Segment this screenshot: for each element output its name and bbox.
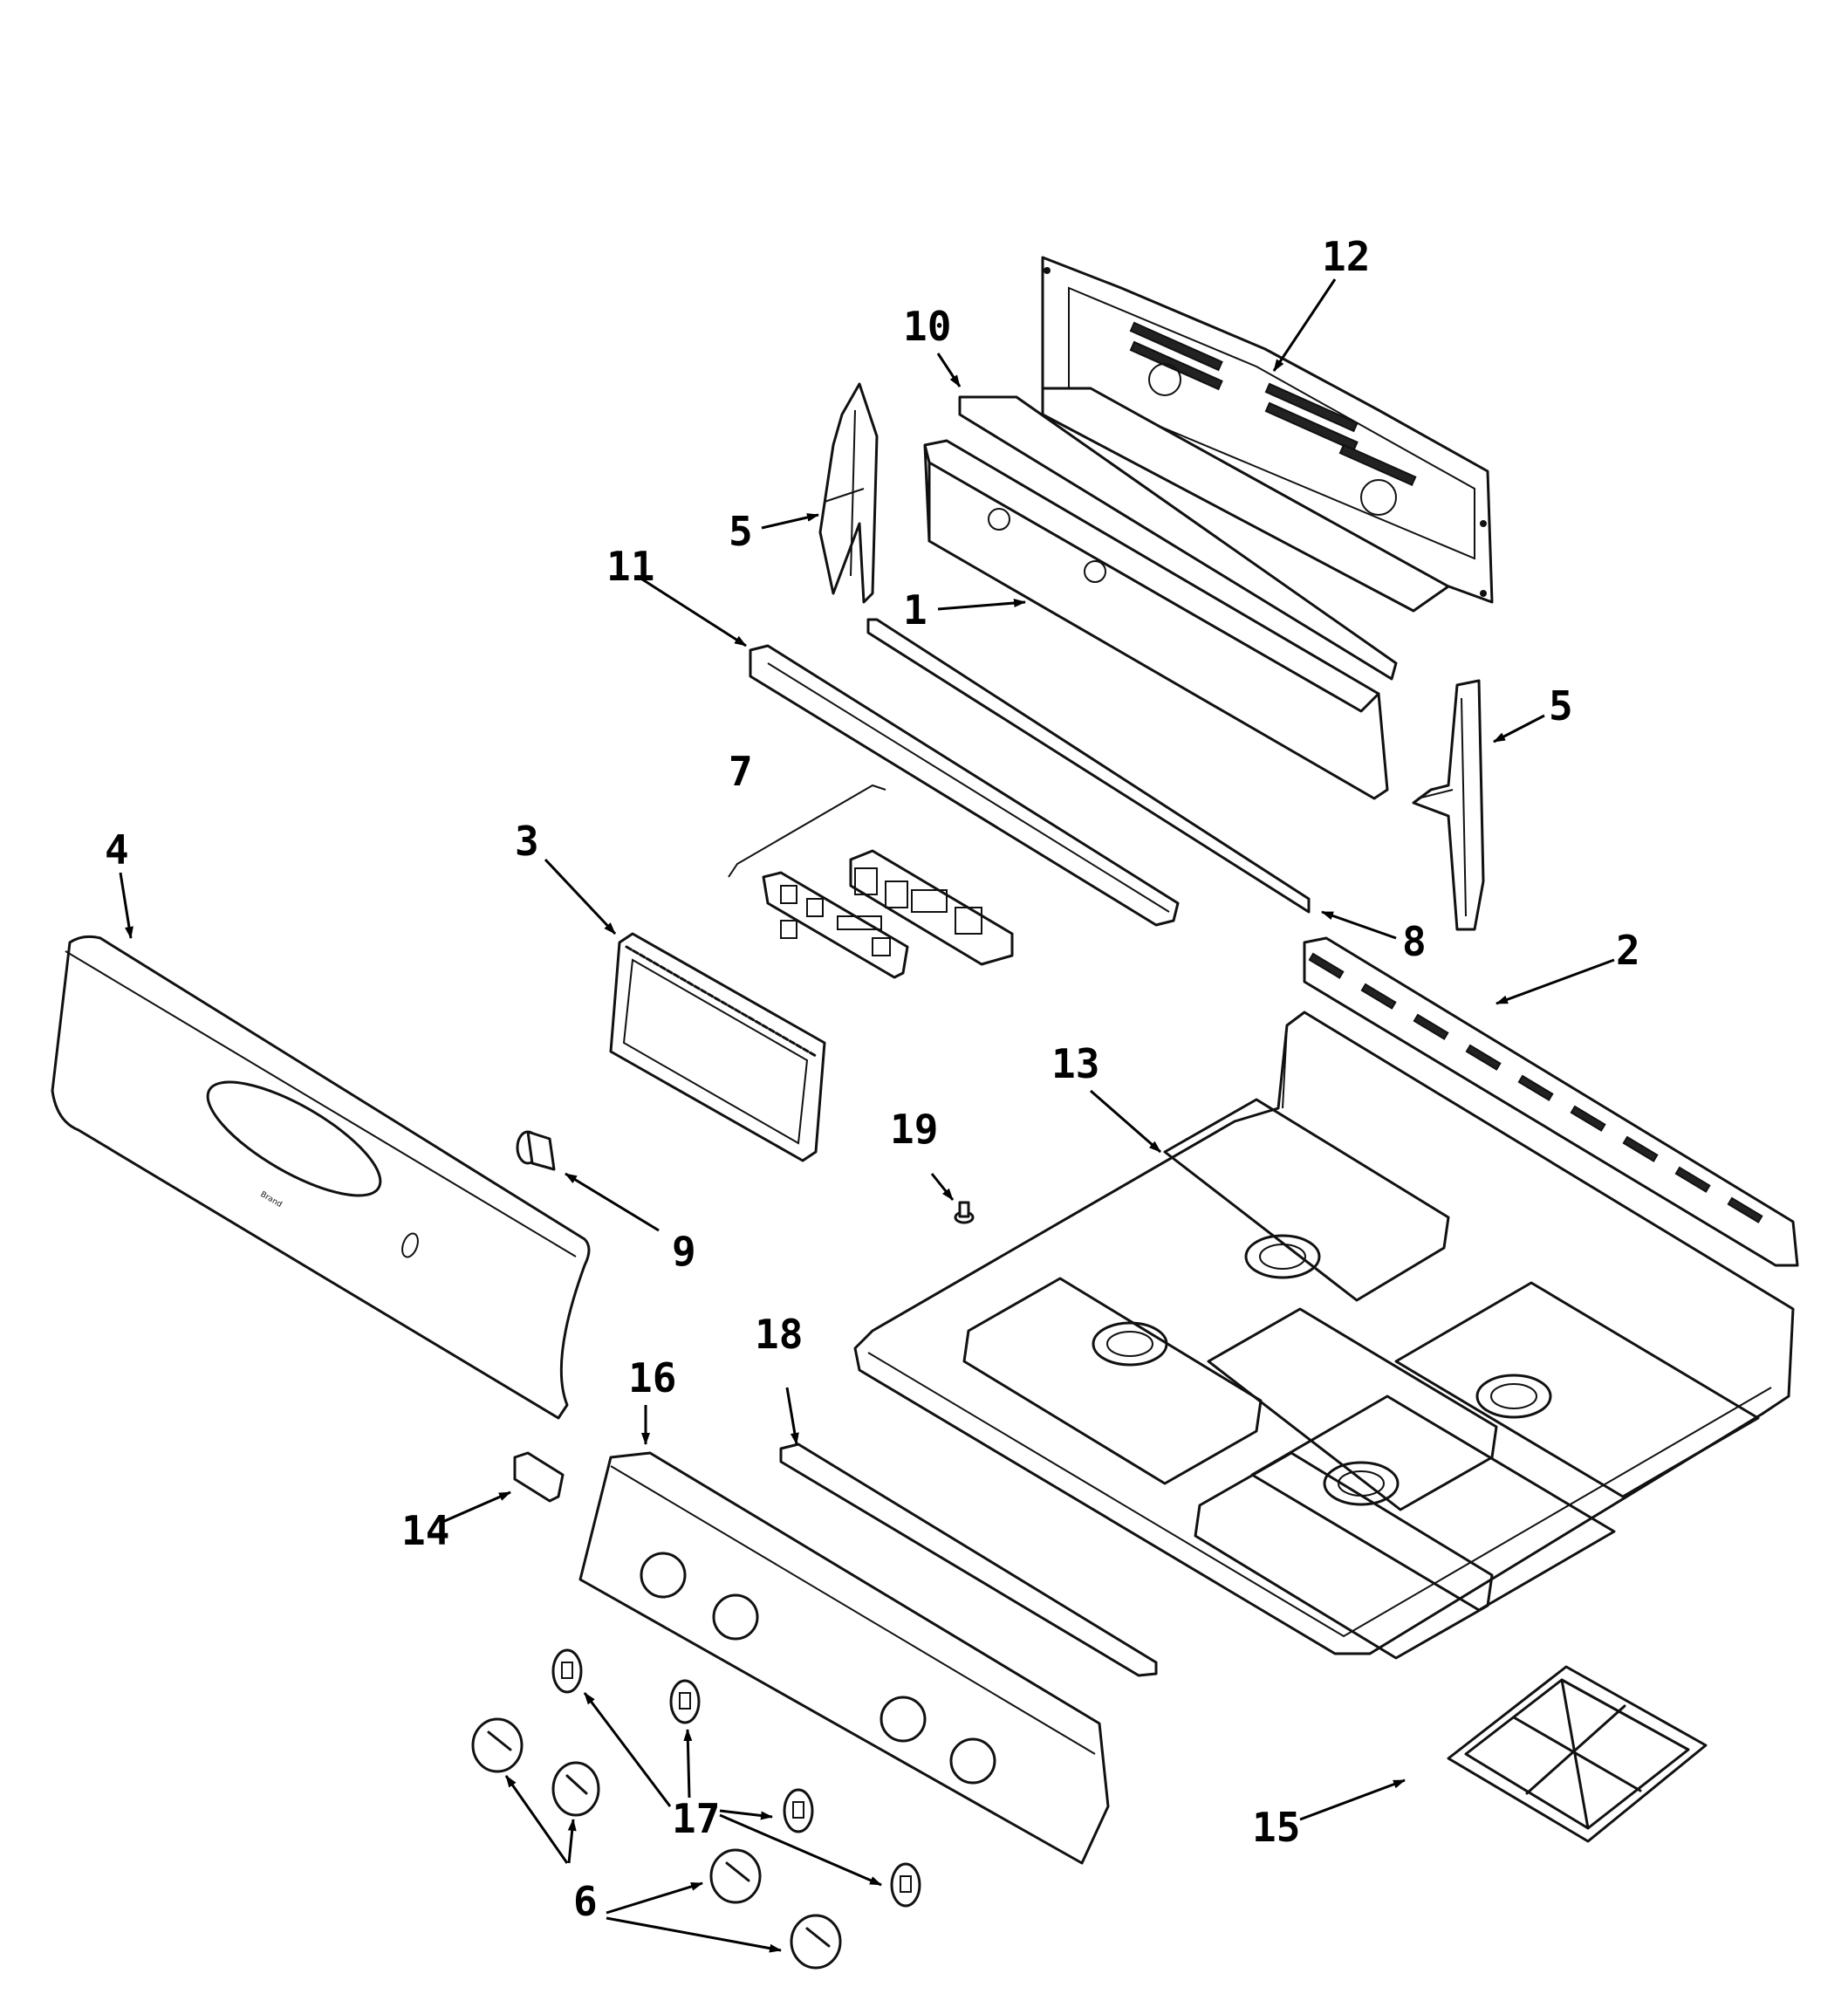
part-11-trim-bar: [749, 644, 1180, 927]
part-labels: 1 2 3 4 5 5 6 7 8 9 10 11 12 13 14 15 16…: [105, 233, 1640, 1925]
part-6-knobs: [471, 1717, 842, 1970]
label-8: 8: [1402, 918, 1427, 965]
label-1: 1: [903, 586, 927, 634]
part-17-knob-inserts: [551, 1648, 921, 1908]
part-19-screw: [954, 1201, 975, 1224]
part-12-lower-plate: [1041, 387, 1450, 613]
label-4: 4: [105, 826, 129, 874]
label-5-left: 5: [729, 508, 753, 555]
label-9: 9: [672, 1228, 696, 1275]
leader-arrows: [119, 278, 1615, 1953]
label-16: 16: [628, 1354, 676, 1401]
label-5-right: 5: [1549, 682, 1573, 730]
label-15: 15: [1252, 1804, 1300, 1851]
label-17: 17: [672, 1795, 720, 1842]
part-3-display-bezel: [609, 932, 826, 1162]
label-13: 13: [1051, 1040, 1099, 1087]
part-12-rear-panel: [1041, 256, 1494, 604]
label-11: 11: [606, 543, 654, 590]
part-8-thin-bar: [866, 618, 1311, 914]
part-1-backguard: [923, 439, 1389, 800]
part-5-left-side-bracket: [818, 382, 879, 604]
part-9-switch: [516, 1130, 556, 1171]
part-4-control-panel: Brand: [51, 935, 591, 1420]
part-13-cooktop: [853, 1011, 1795, 1660]
label-19: 19: [890, 1106, 938, 1153]
label-12: 12: [1322, 233, 1370, 280]
part-2-vent-strip: [1303, 936, 1799, 1267]
label-7: 7: [729, 748, 753, 795]
label-18: 18: [755, 1311, 803, 1358]
part-7-control-board: [728, 784, 1014, 979]
part-15-grate: [1447, 1665, 1708, 1843]
label-10: 10: [903, 303, 951, 350]
label-2: 2: [1616, 927, 1640, 974]
label-3: 3: [515, 818, 539, 865]
part-16-knob-panel: [578, 1451, 1110, 1865]
label-14: 14: [401, 1507, 449, 1554]
label-6: 6: [573, 1878, 598, 1925]
part-10-rail-strip: [958, 395, 1398, 681]
part-14-clip: [513, 1451, 565, 1503]
part-5-right-side-bracket: [1412, 679, 1485, 931]
